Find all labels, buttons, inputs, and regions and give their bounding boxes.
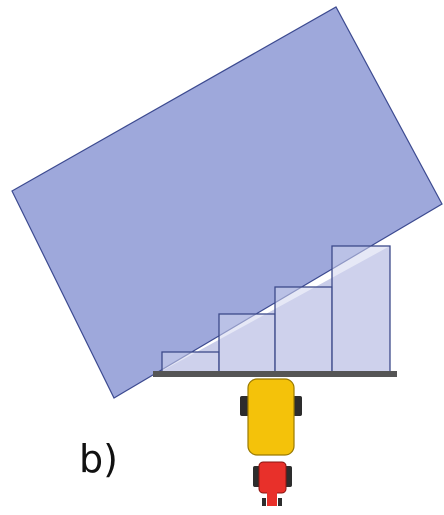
step-block-4 bbox=[331, 245, 391, 373]
tilted-field-rectangle bbox=[11, 6, 443, 399]
vehicle-hitch bbox=[267, 492, 277, 506]
horizontal-boom-bar bbox=[153, 371, 397, 377]
step-block-2 bbox=[218, 313, 276, 373]
vehicle-yellow-body bbox=[247, 378, 295, 456]
vehicle-left-front-wheel bbox=[240, 396, 249, 416]
vehicle-hitch-tire-right bbox=[278, 498, 282, 506]
step-block-1 bbox=[161, 351, 220, 373]
step-block-3 bbox=[274, 286, 333, 373]
vehicle-red-cab bbox=[258, 461, 287, 494]
panel-label: b) bbox=[79, 437, 118, 481]
vehicle-right-front-wheel bbox=[293, 396, 302, 416]
vehicle-hitch-tire-left bbox=[262, 498, 266, 506]
